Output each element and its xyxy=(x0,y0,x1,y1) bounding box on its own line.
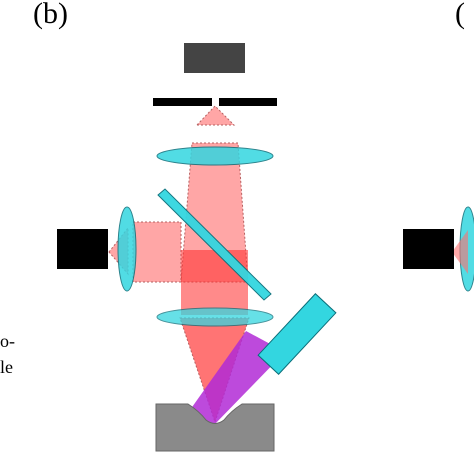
top-lens xyxy=(156,146,274,166)
beamsplitter xyxy=(157,188,272,301)
lower-lens xyxy=(156,307,274,327)
side-detector xyxy=(57,229,108,269)
excitation-laser-source xyxy=(257,293,337,375)
lower-focus-beam xyxy=(179,317,250,424)
beam-overlap-region xyxy=(181,250,248,315)
panel-label-next-partial: ( xyxy=(455,0,465,30)
sample-holder xyxy=(155,403,275,452)
right-partial-detector xyxy=(403,229,454,269)
side-lens xyxy=(117,206,137,292)
panel-label-b: (b) xyxy=(33,0,68,30)
right-partial-beam xyxy=(452,230,468,274)
left-panel-text-fragment-1: o- xyxy=(0,331,15,351)
top-camera-sensor xyxy=(184,43,245,73)
pinhole-focus-beam xyxy=(195,105,236,126)
left-panel-text-fragment-2: le xyxy=(0,357,13,377)
pinhole-right-plate xyxy=(219,98,277,106)
pinhole-left-plate xyxy=(153,98,212,106)
side-branch-beam xyxy=(132,221,182,283)
